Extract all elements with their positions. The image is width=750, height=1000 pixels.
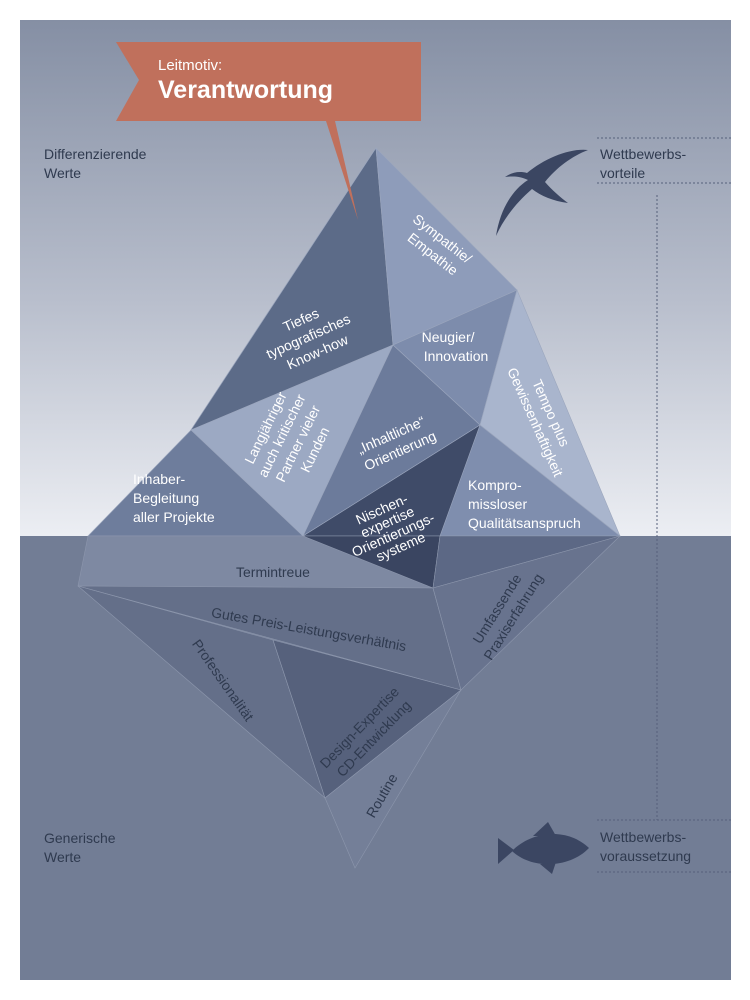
label-differenzierende-werte: Differenzierende Werte (44, 146, 150, 181)
label-wettbewerbsvorteile: Wettbewerbs- vorteile (600, 146, 690, 181)
label-neugier-innovation: Neugier/ Innovation (422, 329, 489, 364)
leitmotiv-banner: Leitmotiv: Verantwortung (116, 42, 421, 220)
banner-small-label: Leitmotiv: (158, 57, 222, 74)
bird-icon (496, 149, 588, 236)
label-generische-werte: Generische Werte (44, 830, 119, 865)
iceberg-below (77, 535, 621, 869)
banner-title: Verantwortung (158, 76, 333, 104)
iceberg-above (87, 147, 621, 537)
fish-icon (498, 822, 589, 874)
label-kompromissloser-qualitaetsanspruch: Kompro- missloser Qualitätsanspruch (468, 477, 581, 531)
label-wettbewerbsvoraussetzung: Wettbewerbs- voraussetzung (600, 829, 691, 864)
label-termintreue: Termintreue (236, 564, 310, 580)
range-bracket (597, 137, 731, 873)
label-inhaber-begleitung: Inhaber- Begleitung aller Projekte (133, 471, 215, 525)
